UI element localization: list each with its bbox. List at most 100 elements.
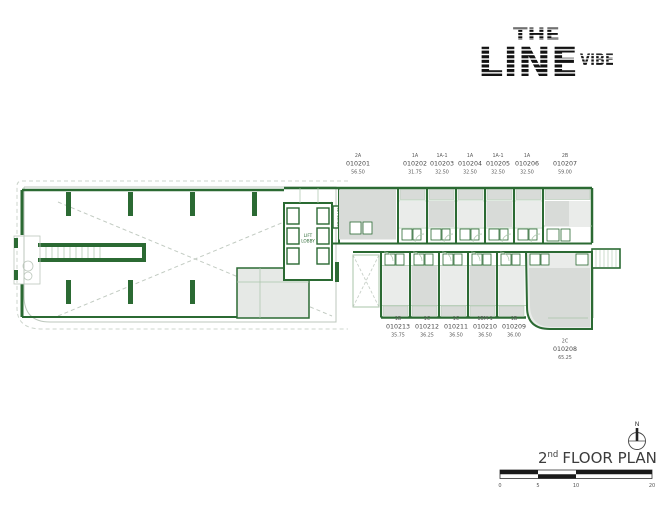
unit-bathroom bbox=[349, 221, 362, 235]
upper-unit-cells bbox=[338, 188, 591, 244]
unit-bathroom bbox=[470, 228, 480, 241]
unit-label: 010209 bbox=[502, 324, 526, 331]
unit-label: 1A bbox=[467, 153, 474, 159]
lower-unit-cells bbox=[380, 251, 593, 330]
unit-bathroom bbox=[362, 221, 373, 235]
unit-label: 65.25 bbox=[558, 355, 572, 361]
unit-bathroom bbox=[395, 253, 405, 266]
unit-door-arc bbox=[441, 251, 452, 262]
scale-tick: 0 bbox=[498, 483, 501, 489]
unit-bathroom bbox=[546, 228, 560, 242]
floor-plan-drawing: LIFT LOBBY SERVICE LIFT bbox=[13, 153, 621, 361]
unit-label: 010212 bbox=[415, 324, 439, 331]
unit-bathroom bbox=[424, 253, 434, 266]
unit-label: 010201 bbox=[346, 161, 370, 168]
unit-label: 010205 bbox=[486, 161, 510, 168]
unit-label: 1BM-1 bbox=[477, 316, 492, 322]
parking-outline bbox=[23, 186, 337, 323]
unit-balcony bbox=[457, 189, 484, 200]
unit-door-arc bbox=[443, 233, 454, 244]
unit-bathroom bbox=[412, 228, 422, 241]
unit-bathroom bbox=[413, 253, 425, 266]
unit-balcony bbox=[486, 189, 513, 200]
unit-label: 010203 bbox=[430, 161, 454, 168]
unit-door-arc bbox=[470, 251, 481, 262]
title-floor-number: 2 bbox=[538, 449, 548, 467]
scale-bar: 0 5 10 20 bbox=[498, 469, 655, 489]
unit-balcony bbox=[440, 305, 467, 317]
unit-bathroom bbox=[511, 253, 521, 266]
unit-label: 010207 bbox=[553, 161, 577, 168]
unit-bathroom bbox=[459, 228, 471, 241]
unit-label: 010211 bbox=[444, 324, 468, 331]
scale-tick: 10 bbox=[573, 483, 579, 489]
unit-bathroom bbox=[430, 228, 442, 241]
unit-label: 1A bbox=[524, 153, 531, 159]
unit-balcony bbox=[515, 189, 542, 200]
unit-label: 2B bbox=[562, 153, 568, 159]
unit-door-arc bbox=[499, 251, 510, 262]
unit-room-fill bbox=[382, 266, 409, 305]
unit-bathroom bbox=[442, 253, 454, 266]
unit-label: 010204 bbox=[458, 161, 482, 168]
unit-door-arc bbox=[383, 251, 394, 262]
lift-shafts bbox=[286, 207, 330, 265]
unit-label: 1C bbox=[424, 316, 431, 322]
west-service-nook bbox=[13, 235, 41, 285]
unit-door-arc bbox=[414, 233, 425, 244]
unit-label: 1C bbox=[453, 316, 460, 322]
unit-door-arc bbox=[530, 233, 541, 244]
unit-room-fill bbox=[515, 201, 542, 227]
unit-bathroom bbox=[384, 253, 396, 266]
unit-balcony bbox=[498, 305, 525, 317]
title-floor-label: FLOOR PLAN bbox=[562, 449, 656, 467]
unit-room-fill bbox=[399, 201, 426, 227]
unit-bathroom bbox=[500, 253, 512, 266]
unit-bathroom bbox=[482, 253, 492, 266]
unit-label: 31.75 bbox=[408, 170, 422, 176]
unit-bathroom bbox=[401, 228, 413, 241]
unit-room-fill bbox=[545, 201, 569, 226]
unit-label: 36.00 bbox=[507, 333, 521, 339]
north-label: N bbox=[635, 420, 640, 428]
unit-room-fill bbox=[486, 201, 513, 227]
unit-label: 010206 bbox=[515, 161, 539, 168]
unit-room-fill bbox=[411, 266, 438, 305]
logo-line-wordmark: LINE bbox=[478, 40, 578, 86]
unit-room-fill bbox=[469, 266, 496, 305]
unit-label: 2C bbox=[562, 339, 569, 345]
lift-core: LIFT LOBBY SERVICE LIFT bbox=[283, 202, 347, 281]
unit-label: 2A bbox=[355, 153, 362, 159]
unit-labels-bottom: 1B01021335.751C01021236.251C01021136.501… bbox=[386, 316, 577, 361]
core-top-rooms bbox=[284, 186, 338, 204]
unit-label: 32.50 bbox=[520, 170, 534, 176]
unit-bathroom bbox=[560, 228, 571, 242]
scale-tick: 20 bbox=[649, 483, 655, 489]
unit-room-fill bbox=[428, 201, 455, 227]
unit-balcony bbox=[399, 189, 426, 200]
unit-bathroom bbox=[453, 253, 463, 266]
unit-door-arc bbox=[412, 251, 423, 262]
logo-vibe: VIBE bbox=[580, 50, 614, 69]
west-staircase bbox=[38, 243, 146, 262]
unit-label: 1B bbox=[395, 316, 401, 322]
unit-balcony bbox=[544, 189, 591, 200]
unit-labels-top: 2A01020156.501A01020231.751A-101020332.5… bbox=[346, 153, 577, 176]
unit-label: 010210 bbox=[473, 324, 497, 331]
unit-bathroom bbox=[517, 228, 529, 241]
unit-bathroom bbox=[471, 253, 483, 266]
unit-room-fill bbox=[529, 268, 590, 327]
unit-balcony bbox=[382, 305, 409, 317]
unit-label: 32.50 bbox=[463, 170, 477, 176]
unit-bathroom bbox=[499, 228, 509, 241]
unit-label: 59.00 bbox=[558, 170, 572, 176]
unit-room-fill bbox=[498, 266, 525, 305]
unit-label: 36.50 bbox=[449, 333, 463, 339]
unit-bathroom bbox=[540, 253, 550, 266]
title-floor-suffix: nd bbox=[548, 450, 559, 460]
unit-label: 1B bbox=[511, 316, 517, 322]
unit-balcony bbox=[411, 305, 438, 317]
